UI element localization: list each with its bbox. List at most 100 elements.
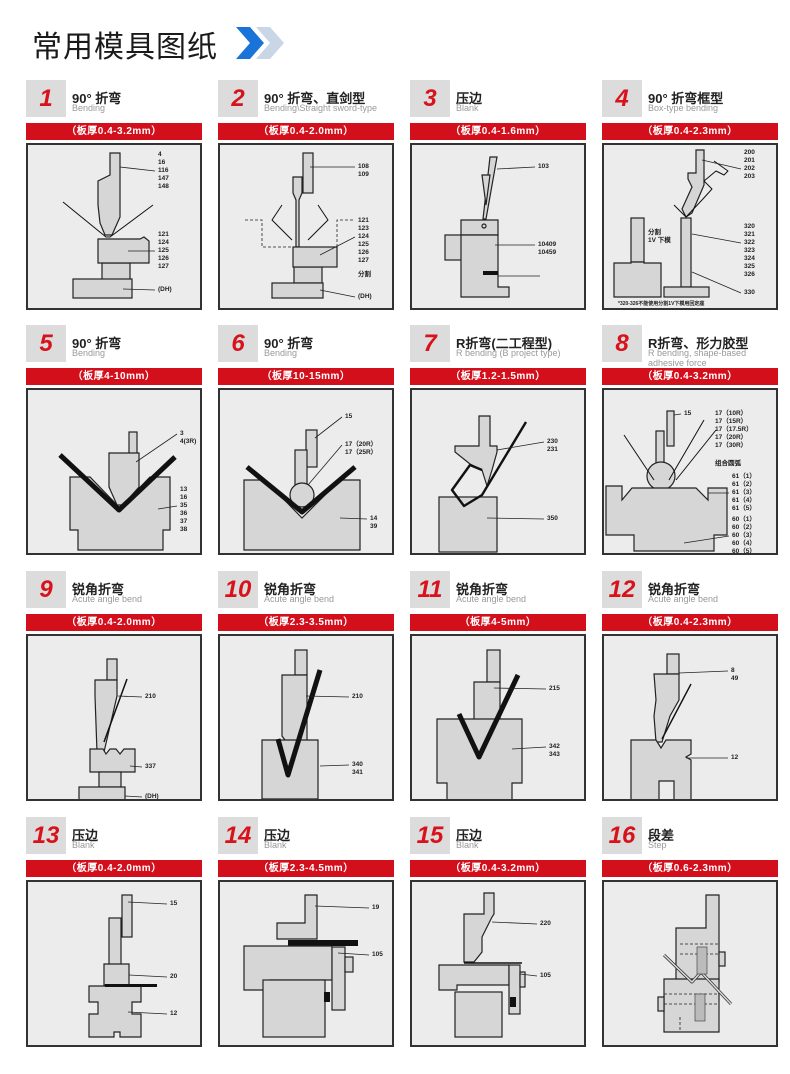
page-title: 常用模具图纸 [32, 31, 218, 64]
part-number-label: 组合圆弧 [715, 460, 741, 467]
part-number-label: 19 [372, 904, 380, 911]
die-drawing [78, 658, 143, 799]
card-subtitle: Box-type bending [648, 103, 719, 113]
die-drawing [261, 649, 350, 799]
part-number-label: 14 39 [370, 515, 378, 530]
card-subtitle: Bending [72, 103, 106, 113]
thickness-bar: （板厚2.3-3.5mm） [218, 614, 394, 631]
thickness-bar: （板厚0.4-2.0mm） [26, 860, 202, 877]
card-title: R折弯、形力胶型 [648, 336, 749, 351]
thickness-bar: （板厚2.3-4.5mm） [218, 860, 394, 877]
card-number: 1 [26, 80, 66, 117]
card-number: 2 [218, 80, 258, 117]
part-number-label: 121 124 125 126 127 [158, 231, 169, 270]
card-title: 压边 [72, 828, 99, 843]
card-title: 锐角折弯 [648, 582, 701, 597]
card-subtitle: Blank [456, 840, 479, 850]
part-number-label: 215 [549, 685, 560, 692]
part-number-label: 210 [352, 693, 363, 700]
thickness-bar: （板厚0.4-2.0mm） [26, 614, 202, 631]
card-subtitle: Bending [72, 348, 106, 358]
die-drawing [438, 415, 545, 553]
die-drawing [58, 431, 178, 551]
card-title: 90° 折弯框型 [648, 91, 724, 106]
card-subtitle: Blank [456, 103, 479, 113]
part-number-label: 分割 1V 下模 [648, 229, 671, 244]
die-diagram: 19 105 [218, 880, 394, 1047]
card-number: 11 [410, 571, 450, 608]
card-title: 段差 [648, 828, 675, 843]
die-diagram: 3 4(3R)13 16 35 36 37 38 [26, 388, 202, 555]
card-number: 13 [26, 817, 66, 854]
die-drawing [245, 152, 356, 299]
card-title: 压边 [456, 91, 483, 106]
die-drawing [243, 894, 370, 1038]
thickness-bar: （板厚0.4-2.3mm） [602, 123, 778, 140]
card-number: 10 [218, 571, 258, 608]
part-number-label: 15 [170, 900, 178, 907]
part-number-label: *320-326不能使用分割1V下模用回定座 [618, 301, 705, 307]
thickness-bar: （板厚0.4-3.2mm） [602, 368, 778, 385]
part-number-label: 15 [345, 413, 353, 420]
thickness-bar: （板厚0.4-2.0mm） [218, 123, 394, 140]
part-number-label: 13 16 35 36 37 38 [180, 486, 188, 533]
thickness-bar: （板厚4-10mm） [26, 368, 202, 385]
thickness-bar: （板厚0.4-3.2mm） [410, 860, 586, 877]
card-title: 锐角折弯 [72, 582, 125, 597]
part-number-label: 分割 [358, 271, 371, 278]
die-drawing [613, 149, 742, 298]
card-title: 90° 折弯 [72, 91, 122, 106]
part-number-label: 12 [731, 754, 739, 761]
part-number-label: 337 [145, 763, 156, 770]
die-drawing [605, 410, 730, 552]
die-drawing [630, 653, 729, 799]
die-drawing [62, 152, 156, 299]
part-number-label: 121 123 124 125 126 127 [358, 217, 369, 264]
card-subtitle: Acute angle bend [264, 594, 335, 604]
card-number: 3 [410, 80, 450, 117]
card-number: 8 [602, 325, 642, 362]
card-subtitle: Bending\Straight sword-type [264, 103, 378, 113]
part-number-label: 60（1） 60（2） 60（3） 60（4） 60（5） [732, 516, 756, 555]
card-number: 6 [218, 325, 258, 362]
part-number-label: 340 341 [352, 761, 363, 776]
thickness-bar: （板厚0.4-3.2mm） [26, 123, 202, 140]
part-number-label: 20 [170, 973, 178, 980]
die-diagram: 215 342 343 [410, 634, 586, 801]
part-number-label: 103 [538, 163, 549, 170]
card-number: 9 [26, 571, 66, 608]
card-title: 90° 折弯 [264, 336, 314, 351]
part-number-label: 210 [145, 693, 156, 700]
die-drawing [444, 156, 540, 298]
part-number-label: 220 [540, 920, 551, 927]
die-drawing [88, 894, 168, 1038]
die-diagram: 210 340 341 [218, 634, 394, 801]
part-number-label: 105 [372, 951, 383, 958]
thickness-bar: （板厚0.6-2.3mm） [602, 860, 778, 877]
card-subtitle: Blank [72, 840, 95, 850]
card-title: 压边 [264, 828, 291, 843]
part-number-label: 342 343 [549, 743, 560, 758]
card-title: 压边 [456, 828, 483, 843]
thickness-bar: （板厚4-5mm） [410, 614, 586, 631]
part-number-label: (DH) [145, 793, 159, 800]
part-number-label: 10409 10459 [538, 241, 557, 256]
